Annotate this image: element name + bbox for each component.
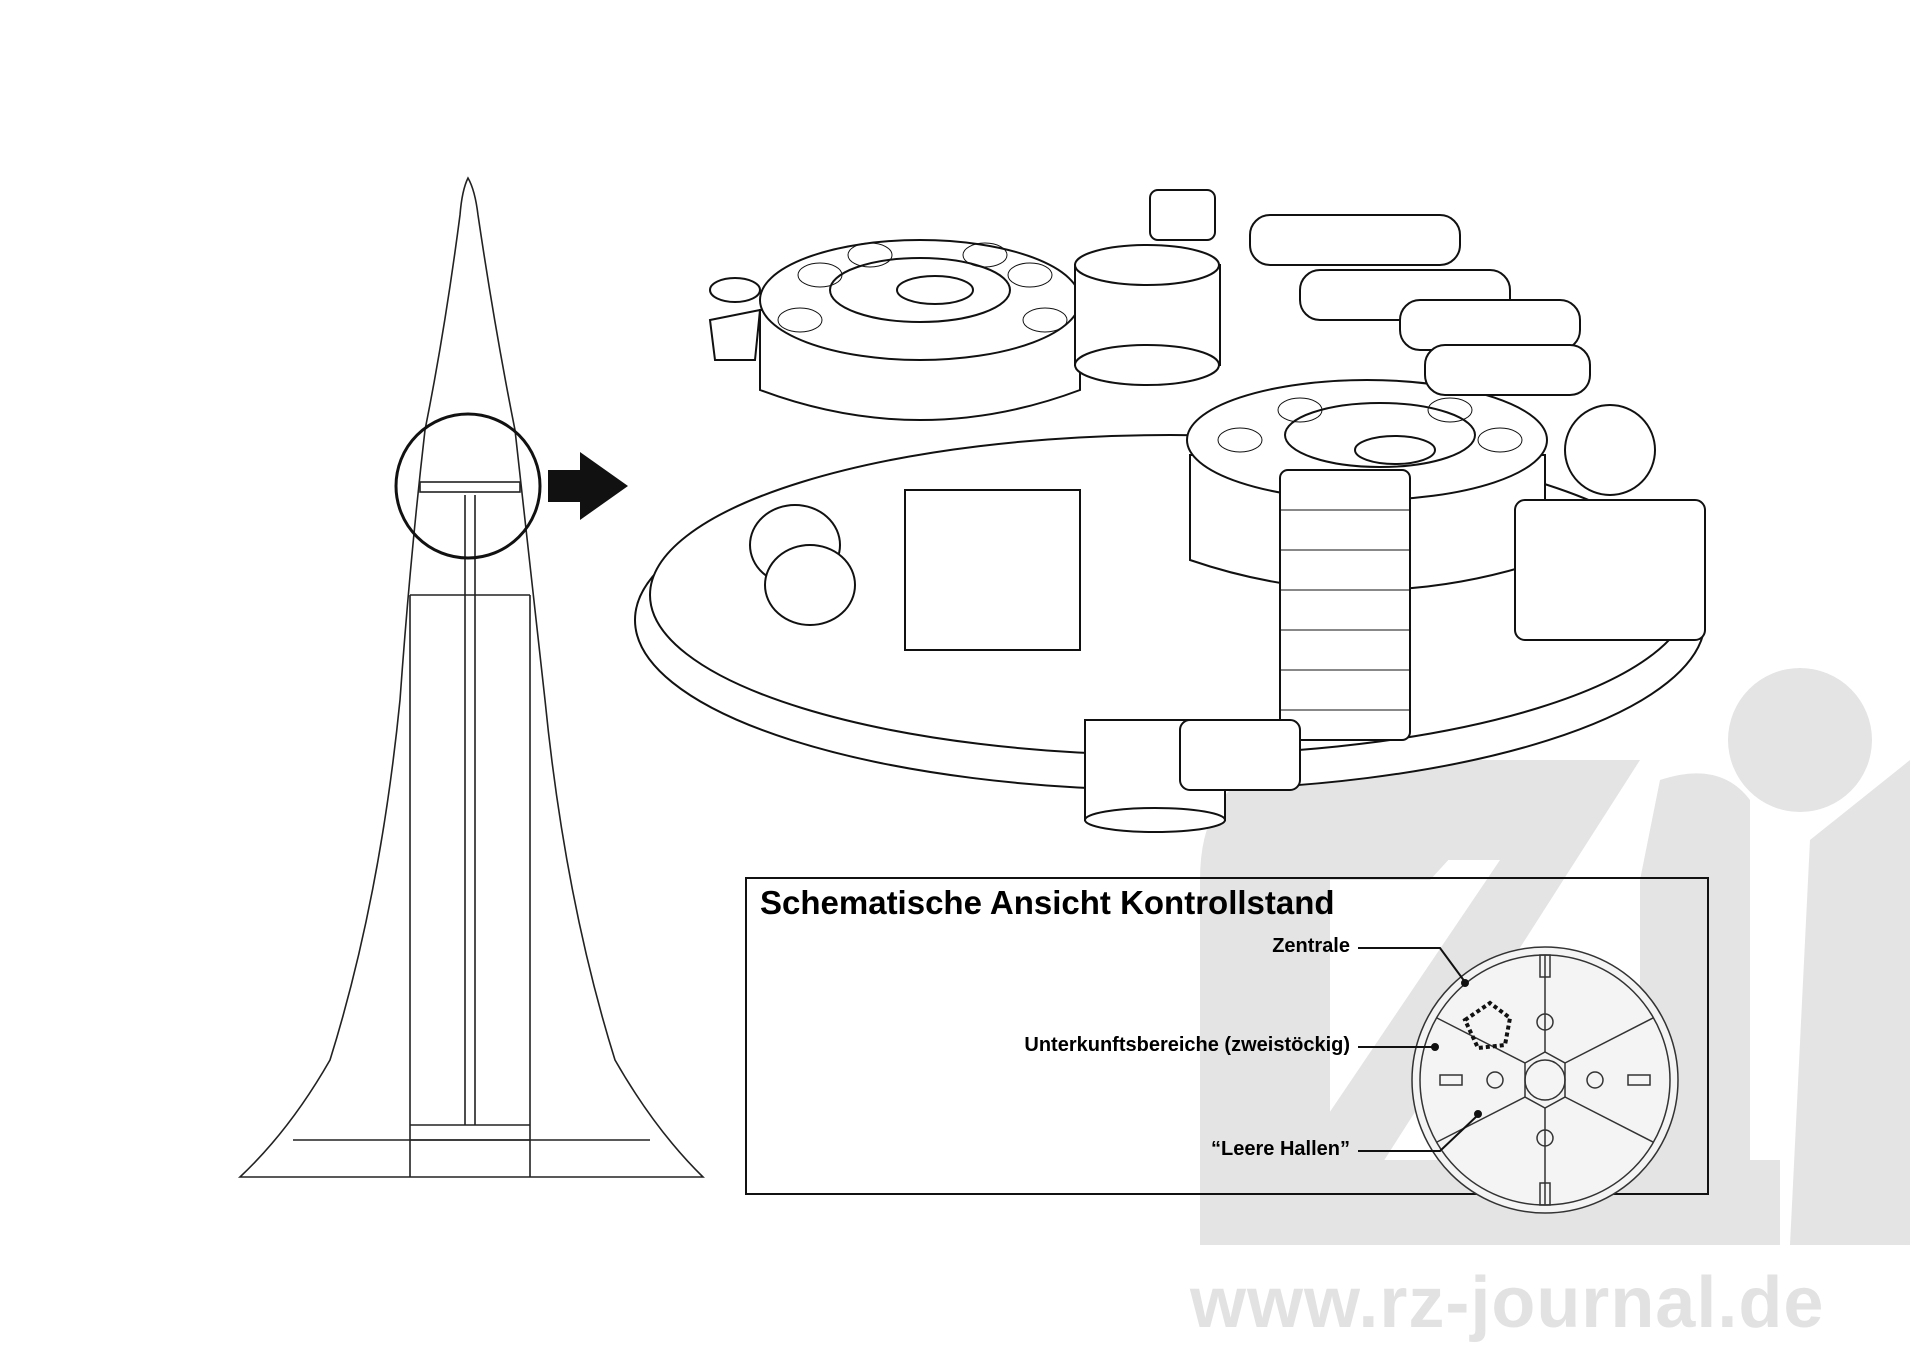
legend-title: Schematische Ansicht Kontrollstand xyxy=(760,884,1335,921)
control-station-details xyxy=(777,242,1523,711)
control-station-drawing xyxy=(634,189,1706,833)
label-unterkunftsbereiche: Unterkunftsbereiche (zweistöckig) xyxy=(1024,1034,1350,1056)
watermark-url: www.rz-journal.de xyxy=(1190,1263,1825,1343)
tower-outline xyxy=(237,176,705,1178)
legend-box xyxy=(745,877,1709,1195)
leader-lines xyxy=(1358,947,1482,1152)
label-zentrale: Zentrale xyxy=(1272,935,1350,957)
arrow-icon xyxy=(548,452,628,520)
label-leere-hallen: “Leere Hallen” xyxy=(1211,1138,1350,1160)
magnifier-circle xyxy=(394,412,542,560)
